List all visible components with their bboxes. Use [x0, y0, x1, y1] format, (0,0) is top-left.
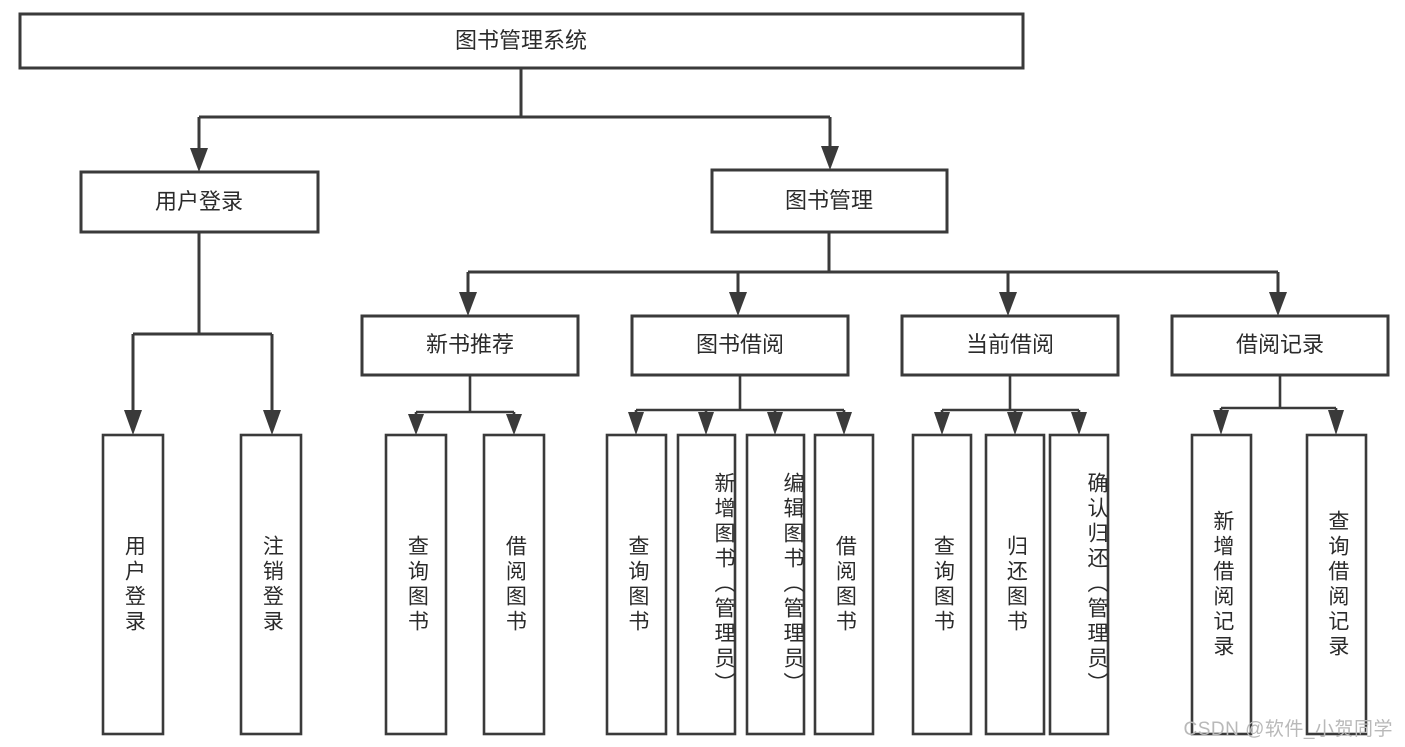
leaf-box-return-book[interactable] — [984, 433, 1046, 736]
leaf-box-borrow-book-2[interactable] — [813, 433, 875, 736]
node-current-borrow-label: 当前借阅 — [966, 332, 1054, 357]
arrow-bookborrow-l4 — [836, 412, 852, 435]
leaf-box-query-borrow-record[interactable] — [1305, 433, 1368, 736]
csdn-watermark: CSDN @软件_小贺同学 — [1183, 719, 1393, 740]
node-book-borrow-label: 图书借阅 — [696, 332, 784, 357]
node-current-borrow[interactable]: 当前借阅 — [900, 314, 1120, 377]
arrow-currentborrow-l1 — [934, 412, 950, 435]
arrow-root-to-userlogin — [190, 148, 208, 172]
node-root-label: 图书管理系统 — [455, 28, 587, 53]
arrow-bookmgmt-c2 — [729, 292, 747, 316]
leaf-box-edit-book[interactable] — [745, 433, 806, 736]
arrow-bookmgmt-c4 — [1269, 292, 1287, 316]
arrow-borrowrecord-l1 — [1213, 410, 1229, 435]
leaf-box-add-borrow-record[interactable] — [1190, 433, 1253, 736]
arrow-userlogin-leaf1 — [124, 410, 142, 435]
arrow-bookmgmt-c3 — [999, 292, 1017, 316]
leaf-box-logout[interactable] — [239, 433, 303, 736]
node-borrow-record[interactable]: 借阅记录 — [1170, 314, 1390, 377]
arrow-root-to-bookmgmt — [821, 146, 839, 170]
node-book-management-label: 图书管理 — [785, 188, 873, 213]
node-borrow-record-label: 借阅记录 — [1236, 332, 1324, 357]
node-new-book-recommend-label: 新书推荐 — [426, 332, 514, 357]
node-user-login[interactable]: 用户登录 — [79, 170, 320, 234]
arrow-userlogin-leaf2 — [263, 410, 281, 435]
node-root[interactable]: 图书管理系统 — [18, 12, 1025, 70]
arrow-borrowrecord-l2 — [1328, 410, 1344, 435]
leaf-box-query-book-3[interactable] — [911, 433, 973, 736]
arrow-newbook-l2 — [506, 414, 522, 435]
leaf-box-query-book-2[interactable] — [605, 433, 668, 736]
arrow-newbook-l1 — [408, 414, 424, 435]
arrow-bookborrow-l2 — [698, 412, 714, 435]
arrow-currentborrow-l3 — [1071, 412, 1087, 435]
node-book-borrow[interactable]: 图书借阅 — [630, 314, 850, 377]
arrow-bookborrow-l1 — [628, 412, 644, 435]
node-book-management[interactable]: 图书管理 — [710, 168, 949, 234]
leaf-box-confirm-return[interactable] — [1048, 433, 1110, 736]
arrow-bookmgmt-c1 — [459, 292, 477, 316]
leaf-box-user-login[interactable] — [101, 433, 165, 736]
leaf-box-add-book[interactable] — [676, 433, 737, 736]
node-new-book-recommend[interactable]: 新书推荐 — [360, 314, 580, 377]
node-user-login-label: 用户登录 — [155, 189, 243, 214]
arrow-bookborrow-l3 — [767, 412, 783, 435]
leaf-box-borrow-book-1[interactable] — [482, 433, 546, 736]
leaf-box-query-book-1[interactable] — [384, 433, 448, 736]
arrow-currentborrow-l2 — [1007, 412, 1023, 435]
